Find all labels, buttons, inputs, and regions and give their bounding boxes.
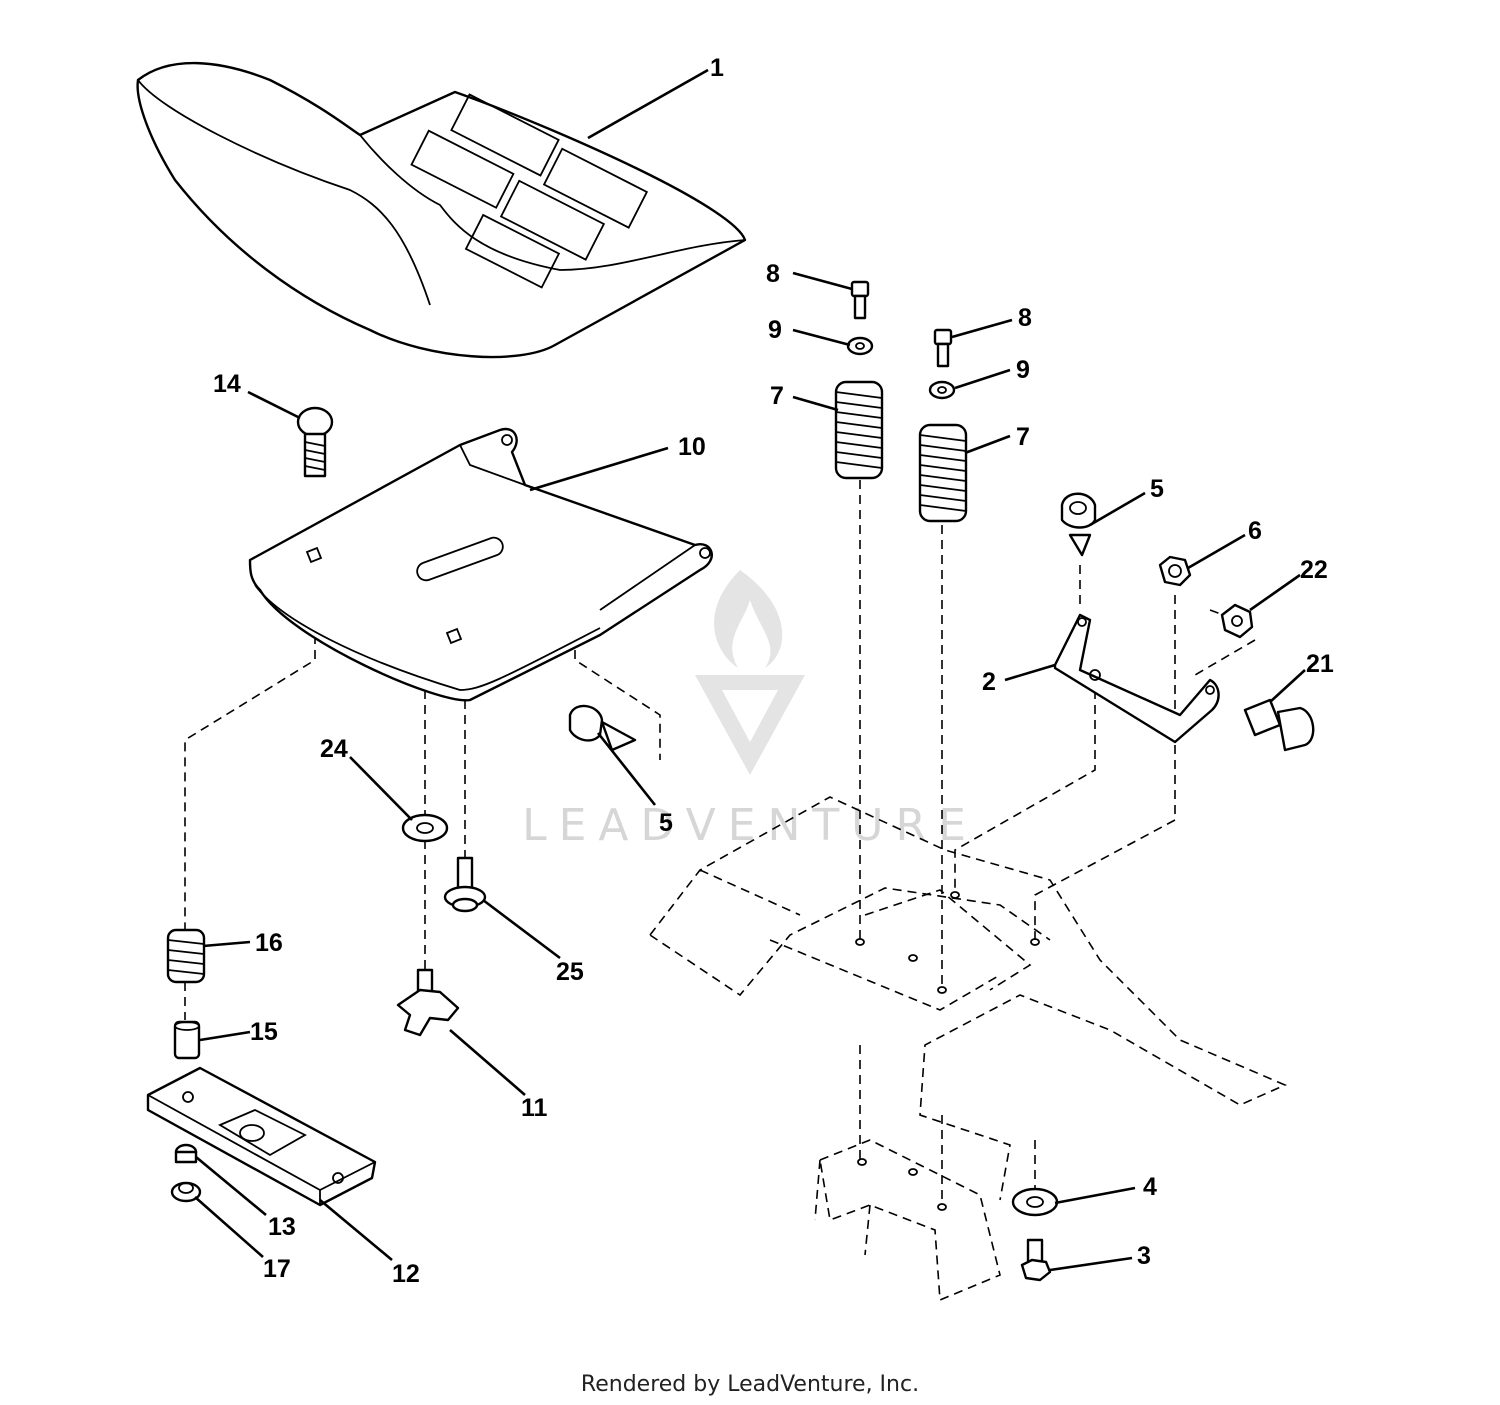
callout-21: 21 — [1306, 650, 1334, 678]
callout-15: 15 — [250, 1018, 278, 1046]
seat-part — [136, 61, 747, 359]
callout-7-left: 7 — [770, 382, 784, 410]
knob-part — [396, 968, 460, 1037]
clip-part-upper — [1060, 492, 1097, 557]
callout-5-upper: 5 — [1150, 475, 1164, 503]
watermark-flame-icon — [714, 570, 783, 668]
frame-outline — [649, 796, 1287, 1302]
callout-22: 22 — [1300, 556, 1328, 584]
washer-part-4 — [1011, 1187, 1059, 1217]
bolt-part-right — [933, 328, 953, 368]
callout-7-right: 7 — [1016, 423, 1030, 451]
callout-1: 1 — [710, 54, 724, 82]
spring-part-right — [918, 423, 968, 523]
frame-holes — [855, 891, 1040, 1211]
flange-nut-part — [170, 1181, 202, 1203]
bushing-part — [174, 1143, 198, 1164]
callout-6: 6 — [1248, 517, 1262, 545]
shoulder-screw-part — [443, 856, 487, 913]
rendered-by-footer: Rendered by LeadVenture, Inc. — [580, 1372, 920, 1397]
callout-25: 25 — [556, 958, 584, 986]
callout-12: 12 — [392, 1260, 420, 1288]
washer-part-left — [846, 336, 874, 356]
washer-part-24 — [401, 813, 449, 843]
callout-24: 24 — [320, 735, 348, 763]
callout-2: 2 — [982, 668, 996, 696]
alignment-lines — [184, 480, 1256, 1200]
callout-17: 17 — [263, 1255, 291, 1283]
washer-part-right — [928, 380, 956, 400]
watermark-v-icon — [695, 675, 805, 775]
bolt-part-left — [850, 280, 870, 320]
carriage-bolt-part — [296, 406, 334, 478]
spring-part-left — [834, 380, 884, 480]
callout-3: 3 — [1137, 1242, 1151, 1270]
callout-9-right: 9 — [1016, 356, 1030, 384]
slide-rail-part — [146, 1066, 377, 1207]
callout-5-lower: 5 — [659, 809, 673, 837]
callout-11: 11 — [521, 1094, 548, 1122]
callout-10: 10 — [678, 433, 706, 461]
hex-bolt-part — [1020, 1238, 1052, 1282]
bracket-part — [1053, 613, 1220, 744]
watermark-brand-text: LEADVENTURE — [522, 800, 978, 851]
clip-part-lower — [568, 704, 637, 752]
shoulder-bolt-part — [1243, 698, 1315, 752]
callout-13: 13 — [268, 1213, 296, 1241]
spacer-part — [173, 1020, 201, 1060]
callout-14: 14 — [213, 370, 241, 398]
leadventure-watermark: LEADVENTURE — [522, 570, 978, 851]
leader-lines — [194, 68, 1306, 1272]
callout-4: 4 — [1143, 1173, 1157, 1201]
spring-part-16 — [166, 928, 206, 984]
seat-pan-part — [248, 427, 713, 702]
callout-9-left: 9 — [768, 316, 782, 344]
nut-part — [1158, 555, 1192, 587]
lock-nut-part — [1220, 603, 1254, 639]
callout-labels: 1 10 14 8 8 9 9 7 7 5 6 22 21 2 5 24 25 … — [213, 54, 1334, 1288]
callout-16: 16 — [255, 929, 283, 957]
callout-8-left: 8 — [766, 260, 780, 288]
callout-8-right: 8 — [1018, 304, 1032, 332]
